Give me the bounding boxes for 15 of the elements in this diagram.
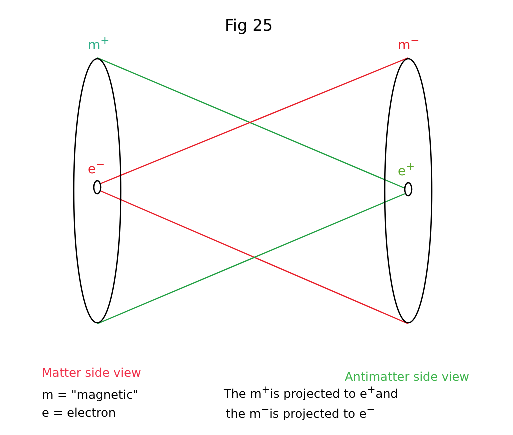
small-ring: [404, 182, 413, 197]
definition-text: m = "magnetic": [42, 388, 139, 402]
definition-text: e = electron: [42, 406, 116, 420]
charge-label: m$^{+}$: [88, 34, 110, 54]
note-text: The m$^{+}$is projected to e$^{+}$and: [224, 385, 398, 401]
view-caption: Antimatter side view: [345, 370, 470, 384]
charge-label: m$^{−}$: [398, 34, 420, 54]
figure-title: Fig 25: [225, 16, 274, 35]
disc-outline: [384, 58, 433, 324]
disc-outline: [73, 58, 122, 324]
charge-label: e$^{−}$: [88, 158, 106, 178]
note-text: the m$^{−}$is projected to e$^{−}$: [226, 405, 376, 421]
view-caption: Matter side view: [42, 366, 142, 380]
charge-label: e$^{+}$: [398, 160, 416, 180]
small-ring: [93, 180, 102, 195]
